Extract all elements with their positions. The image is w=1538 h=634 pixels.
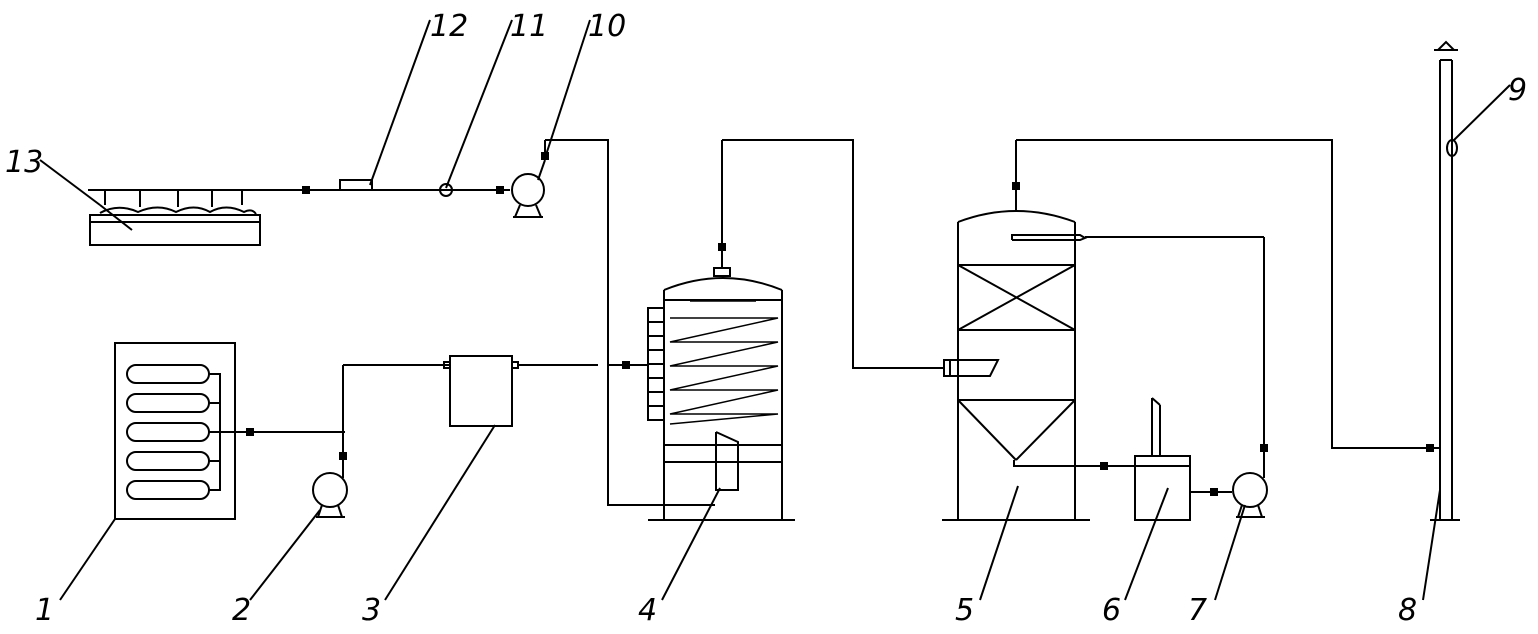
label-1: 1 xyxy=(35,593,54,628)
equipment-8-stack xyxy=(1430,42,1460,520)
equipment-6-tank xyxy=(1135,398,1232,520)
label-11: 11 xyxy=(510,9,548,44)
equipment-7-pump xyxy=(1233,237,1268,517)
equipment-10-fan xyxy=(512,140,715,505)
leader-lines xyxy=(40,20,1510,600)
label-2: 2 xyxy=(232,593,251,628)
label-6: 6 xyxy=(1102,593,1121,628)
label-8: 8 xyxy=(1398,593,1417,628)
label-3: 3 xyxy=(362,593,381,628)
equipment-11-valve xyxy=(440,184,452,196)
equipment-12-meter xyxy=(340,180,372,190)
label-12: 12 xyxy=(430,9,468,44)
valve-icon xyxy=(496,186,504,194)
label-5: 5 xyxy=(955,593,974,628)
equipment-3-box xyxy=(444,356,648,426)
equipment-4-reactor xyxy=(648,140,944,520)
label-10: 10 xyxy=(588,9,626,44)
equipment-9-port xyxy=(1447,140,1457,156)
label-7: 7 xyxy=(1188,593,1207,628)
equipment-1-cabinet xyxy=(115,343,345,519)
valve-icon xyxy=(302,186,310,194)
equipment-5-scrubber xyxy=(942,140,1440,520)
equipment-2-pump xyxy=(313,365,450,517)
label-4: 4 xyxy=(638,593,657,628)
label-9: 9 xyxy=(1508,73,1527,108)
label-13: 13 xyxy=(5,145,43,180)
equipment-13-bed xyxy=(88,190,510,245)
